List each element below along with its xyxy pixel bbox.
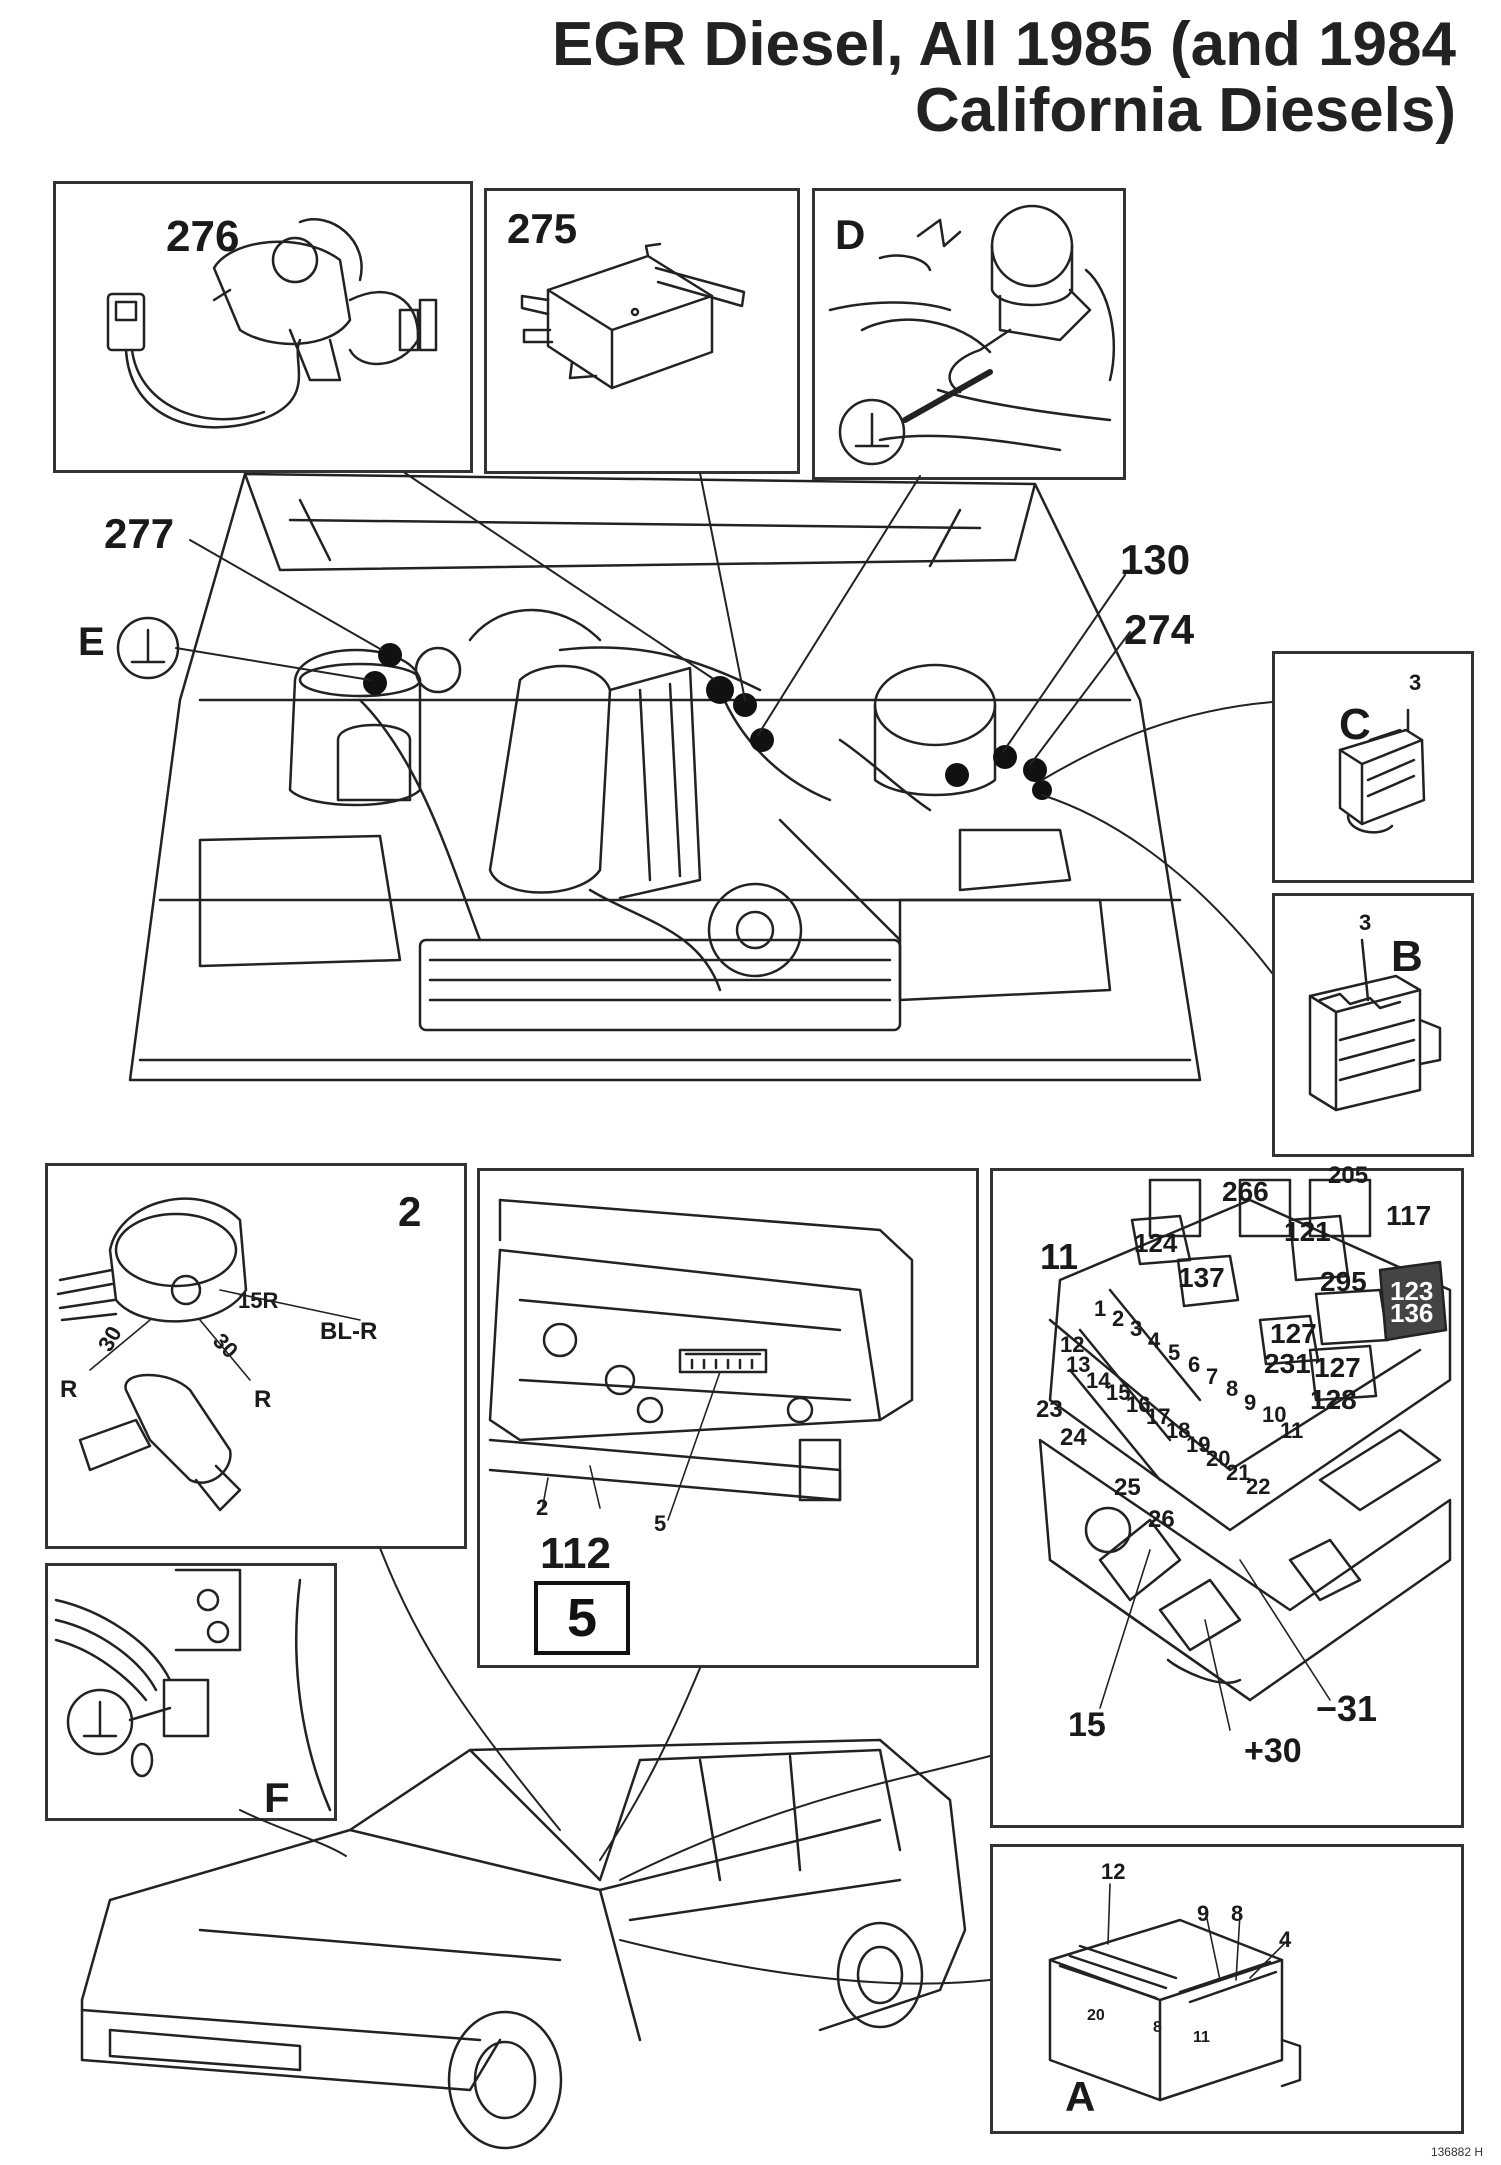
inset-F: F [45,1563,337,1821]
fuse-number: 5 [1168,1340,1181,1365]
ground-symbol-E [116,616,180,680]
inset-B: B 3 [1272,893,1474,1157]
fuse-label-26: 26 [1148,1506,1175,1533]
engine-component-dots [363,643,1052,800]
fuse-label-127-b: 127 [1314,1352,1361,1383]
label-C: C [1339,700,1371,749]
label-277: 277 [104,510,175,557]
fuse-number: 1 [1094,1296,1107,1321]
fuse-label-123: 123 [1390,1276,1434,1306]
fuse-label-117: 117 [1386,1200,1432,1231]
inset-276: 276 [53,181,473,473]
fuse-number: 15 [1106,1380,1131,1405]
label-A-9: 9 [1197,1901,1210,1926]
fuse-number: 6 [1188,1352,1201,1377]
label-B: B [1391,932,1423,981]
leader-lines-car [239,1547,991,1985]
fuse-label-266: 266 [1222,1176,1269,1207]
fuse-label-minus-31: −31 [1316,1688,1378,1729]
label-112-box: 5 [534,1581,630,1655]
label-2: 2 [398,1188,422,1235]
fuse-label-124: 124 [1134,1228,1178,1258]
car-drawing [80,1738,967,2150]
fuse-label-24: 24 [1060,1424,1087,1451]
ground-symbol-D [838,398,906,466]
fuse-number: 3 [1130,1316,1143,1341]
label-B-pin: 3 [1359,910,1372,935]
inset-2-ignition-switch: 2 15R BL-R 30 30 R R [45,1163,467,1549]
fuse-number: 14 [1086,1368,1111,1393]
fuse-number: 2 [1112,1306,1125,1331]
fuse-number: 13 [1066,1352,1091,1377]
fuse-label-128: 128 [1310,1384,1357,1415]
label-A-11: 11 [1193,2029,1210,2046]
connector-A-drawing [1048,1883,1302,2102]
title-line-1: EGR Diesel, All 1985 (and 1984 [551,10,1456,79]
connector-C-drawing [1338,708,1426,834]
figure-code: 136882 H [1430,2145,1483,2159]
fuse-label-15: 15 [1068,1706,1106,1744]
label-BL-R: BL-R [320,1318,378,1345]
instrument-cluster-drawing [488,1198,914,1521]
fuse-label-127-a: 127 [1270,1318,1317,1349]
fuse-number: 17 [1146,1404,1171,1429]
label-A-8b: 8 [1153,2019,1162,2036]
fuse-number: 21 [1226,1460,1251,1485]
fuse-label-121: 121 [1284,1216,1331,1247]
ignition-switch-drawing [56,1197,361,1512]
fuse-label-23: 23 [1036,1396,1063,1423]
inset-D: D [812,188,1126,480]
fuse-number: 7 [1206,1364,1219,1389]
label-A: A [1065,2073,1096,2120]
title-line-2: California Diesels) [915,76,1456,145]
fuse-label-11: 11 [1040,1236,1079,1277]
engine-bay-drawing [128,472,1202,1082]
label-A-20: 20 [1087,2007,1105,2024]
label-R-right: R [254,1386,272,1413]
fuse-relay-dark-block [1378,1260,1448,1342]
fuse-label-136: 136 [1390,1298,1434,1328]
fuse-number: 8 [1226,1376,1239,1401]
label-C-pin: 3 [1409,670,1422,695]
label-274: 274 [1124,606,1195,653]
fuse-number: 18 [1166,1418,1191,1443]
label-275: 275 [507,205,578,252]
egr-valve-drawing [106,218,438,429]
fuse-number: 19 [1186,1432,1211,1457]
fuse-number: 11 [1280,1418,1304,1443]
label-R-left: R [60,1376,78,1403]
inset-C: C 3 [1272,651,1474,883]
fuse-number: 9 [1244,1390,1257,1415]
inset-112-instrument-cluster: 112 2 5 5 [477,1168,979,1668]
label-E: E [78,620,105,664]
ground-point-D-drawing [828,204,1116,452]
page-title: EGR Diesel, All 1985 (and 1984 Californi… [552,12,1456,144]
fuse-number: 10 [1262,1402,1287,1427]
leader-lines-engine [175,472,1273,974]
label-130: 130 [1120,536,1191,583]
label-112: 112 [540,1529,611,1578]
label-F: F [264,1774,290,1821]
fuse-label-295: 295 [1320,1266,1367,1297]
control-unit-drawing [520,242,746,390]
fuse-label-25: 25 [1114,1474,1141,1501]
fuse-label-plus-30: +30 [1244,1732,1302,1770]
fuse-relay-box-drawing [1038,1178,1452,1731]
ground-symbol-F [66,1688,134,1756]
label-D: D [835,211,866,258]
fuse-label-137: 137 [1178,1262,1225,1293]
label-276: 276 [166,212,240,261]
fuse-number: 20 [1206,1446,1231,1471]
fuse-number: 16 [1126,1392,1151,1417]
label-A-12: 12 [1101,1859,1126,1884]
fuse-number: 22 [1246,1474,1271,1499]
fuse-number: 12 [1060,1332,1085,1357]
label-112-5: 5 [654,1511,667,1536]
fuse-label-231: 231 [1264,1348,1311,1379]
fuse-label-205: 205 [1328,1162,1369,1189]
fuse-number: 4 [1148,1328,1161,1353]
connector-B-drawing [1308,938,1442,1112]
ground-point-F-drawing [54,1568,332,1812]
